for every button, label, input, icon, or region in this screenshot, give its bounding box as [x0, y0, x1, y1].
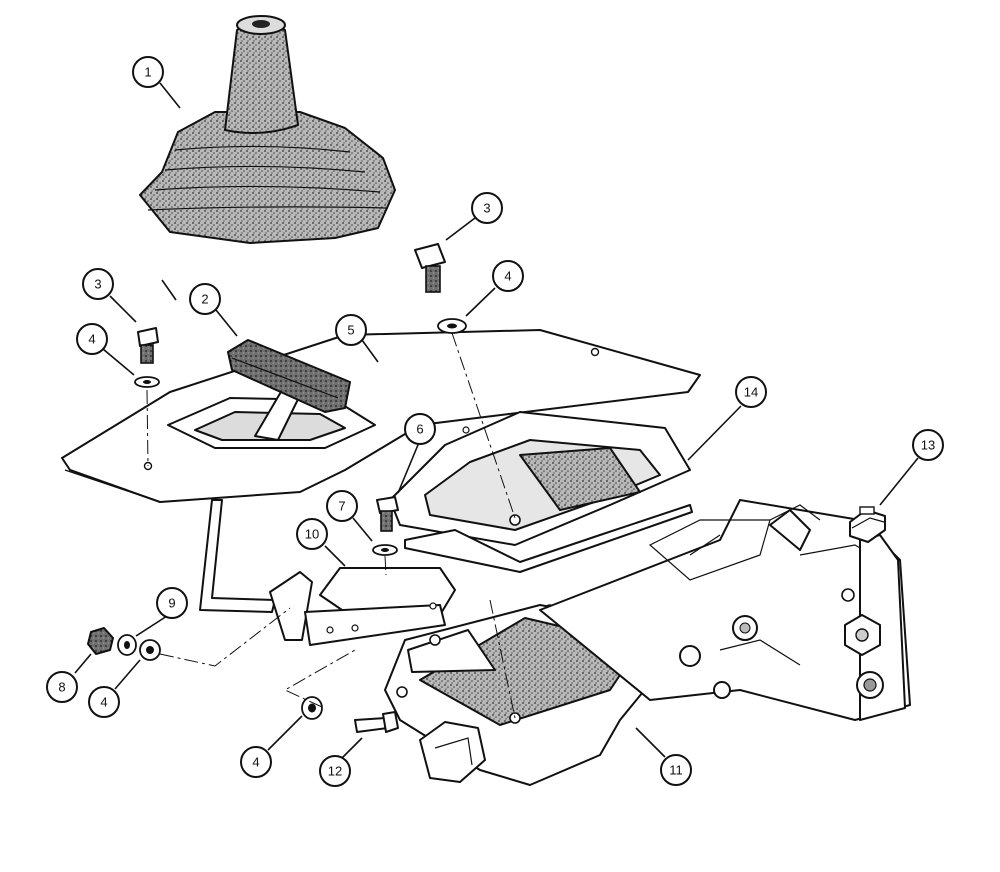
callout-1: 1 — [132, 56, 164, 88]
callout-6: 6 — [404, 413, 436, 445]
callout-8: 8 — [46, 671, 78, 703]
washer-part-4c — [139, 639, 161, 661]
callout-7: 7 — [326, 490, 358, 522]
callout-10: 10 — [296, 518, 328, 550]
bolt-part-3a — [137, 327, 159, 364]
svg-text:2: 2 — [201, 292, 208, 307]
svg-text:14: 14 — [744, 385, 758, 400]
callout-leaders — [74, 82, 919, 759]
callout-4c: 4 — [88, 686, 120, 718]
callout-9: 9 — [156, 587, 188, 619]
linkage-bracket-part — [269, 567, 456, 646]
svg-text:12: 12 — [328, 764, 342, 779]
svg-text:5: 5 — [347, 323, 354, 338]
washer-part-4a — [134, 376, 160, 388]
callout-3b: 3 — [471, 192, 503, 224]
svg-text:1: 1 — [144, 65, 151, 80]
svg-text:8: 8 — [58, 680, 65, 695]
svg-text:3: 3 — [483, 201, 490, 216]
bolt-part-12 — [354, 711, 399, 733]
control-lever-part — [227, 339, 351, 441]
washer-part-9 — [117, 634, 137, 656]
callout-4d: 4 — [240, 746, 272, 778]
bolt-part-6 — [376, 496, 399, 532]
callout-4a: 4 — [76, 323, 108, 355]
callout-5: 5 — [335, 314, 367, 346]
svg-text:4: 4 — [504, 269, 511, 284]
callout-3a: 3 — [82, 268, 114, 300]
bolt-part-3b — [414, 243, 446, 293]
nut-part-8 — [87, 627, 114, 655]
svg-text:13: 13 — [921, 438, 935, 453]
linkage-rod-part — [199, 499, 276, 613]
callout-13: 13 — [912, 429, 944, 461]
washer-part-4d — [301, 696, 323, 720]
svg-text:3: 3 — [94, 277, 101, 292]
washer-part-4b — [437, 318, 467, 334]
assembly-centerlines — [146, 332, 516, 719]
gasket-frame-part — [389, 411, 693, 573]
svg-text:4: 4 — [88, 332, 95, 347]
svg-text:11: 11 — [669, 763, 683, 778]
svg-text:10: 10 — [305, 527, 319, 542]
callout-11: 11 — [660, 754, 692, 786]
callout-4b: 4 — [492, 260, 524, 292]
svg-text:4: 4 — [252, 755, 259, 770]
washer-part-7 — [372, 544, 398, 556]
rubber-boot-part — [139, 15, 396, 244]
callout-14: 14 — [735, 376, 767, 408]
callout-2: 2 — [189, 283, 221, 315]
valve-body-part — [384, 499, 911, 786]
svg-text:6: 6 — [416, 422, 423, 437]
callout-12: 12 — [319, 755, 351, 787]
plug-part — [849, 506, 886, 543]
svg-text:9: 9 — [168, 596, 175, 611]
svg-text:4: 4 — [100, 695, 107, 710]
svg-text:7: 7 — [338, 499, 345, 514]
